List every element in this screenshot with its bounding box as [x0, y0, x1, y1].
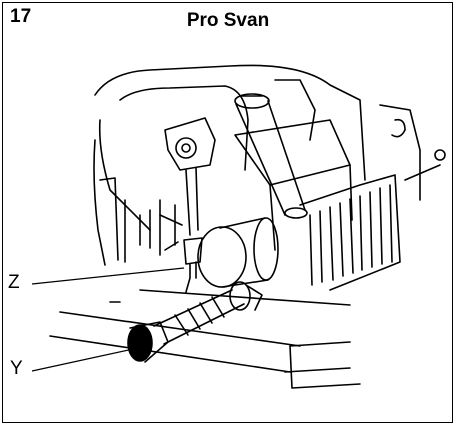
oil-filler-tube	[234, 93, 308, 219]
figure-number: 17	[10, 6, 32, 27]
callout-leaders	[31, 267, 185, 372]
figure-title: Pro Svan	[186, 10, 270, 31]
oil-filter	[197, 217, 279, 288]
floor-lines	[49, 289, 361, 389]
callout-y: Y	[10, 358, 23, 379]
engine-block	[93, 64, 366, 266]
dipstick-assembly	[159, 117, 216, 293]
cooling-fins	[299, 104, 446, 291]
drain-hose	[127, 281, 263, 363]
figure-frame	[2, 2, 453, 423]
callout-z: Z	[8, 272, 20, 293]
